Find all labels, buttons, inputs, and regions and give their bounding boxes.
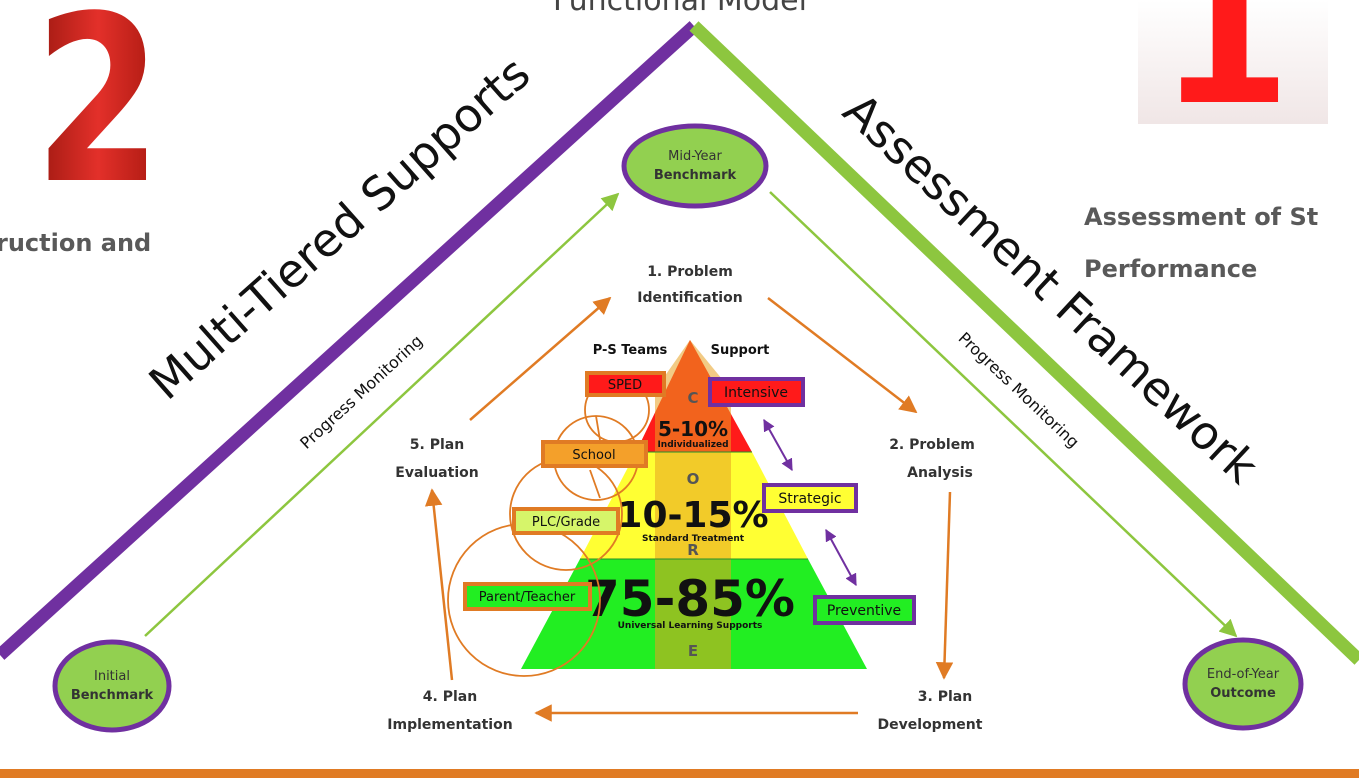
number-two-graphic: 2: [34, 0, 162, 235]
tier-pyramid: [521, 340, 867, 669]
mid-benchmark-line2: Benchmark: [654, 168, 737, 183]
team-parent-label: Parent/Teacher: [479, 590, 576, 605]
initial-benchmark-line1: Initial: [94, 669, 130, 684]
support-intensive-label: Intensive: [724, 385, 788, 401]
mid-benchmark-line1: Mid-Year: [668, 149, 722, 164]
right-progress-monitoring-label: Progress Monitoring: [955, 328, 1083, 451]
number-two: 2: [34, 0, 162, 235]
initial-benchmark-line2: Benchmark: [71, 688, 154, 703]
right-caption-line1: Assessment of St: [1084, 203, 1319, 231]
support-intensive-box: Intensive: [708, 377, 805, 407]
step5-line2: Evaluation: [395, 465, 478, 481]
step2-line1: 2. Problem: [889, 437, 975, 453]
number-one-background: [1138, 0, 1328, 124]
step1-line2: Identification: [637, 290, 742, 306]
support-preventive-box: Preventive: [813, 595, 916, 625]
tier-top-percent: 5-10%: [658, 417, 728, 441]
tier-bottom-caption: Universal Learning Supports: [618, 621, 763, 631]
strategic-preventive-arrow: [825, 528, 857, 587]
step3-line1: 3. Plan: [918, 689, 972, 705]
initial-benchmark-oval: Initial Benchmark: [52, 639, 172, 733]
left-caption: ruction and: [0, 229, 152, 257]
number-one: 1: [1159, 0, 1291, 147]
step4-line1: 4. Plan: [423, 689, 477, 705]
support-strategic-label: Strategic: [778, 491, 841, 507]
support-preventive-label: Preventive: [827, 603, 901, 619]
step4-line2: Implementation: [387, 717, 512, 733]
left-progress-arrow: [144, 192, 620, 637]
mid-year-benchmark-oval: Mid-Year Benchmark: [621, 123, 769, 209]
team-sped-label: SPED: [608, 378, 642, 393]
right-progress-arrow: [769, 191, 1238, 638]
bottom-bar: [0, 769, 1359, 778]
arrow-step2-to-step3: [935, 491, 954, 680]
model-title: Functional Model: [553, 0, 807, 18]
arrow-step4-to-step5: [424, 488, 454, 681]
core-letter-c: C: [687, 389, 698, 407]
tier-top-caption: Individualized: [657, 440, 728, 450]
step2-line2: Analysis: [907, 465, 973, 481]
step5-line1: 5. Plan: [410, 437, 464, 453]
arrow-step5-to-step1: [469, 296, 612, 421]
team-plc-box: PLC/Grade: [512, 507, 620, 535]
intensive-strategic-arrow: [763, 418, 793, 472]
team-sped-box: SPED: [585, 371, 666, 397]
team-school-box: School: [541, 440, 648, 468]
team-parent-box: Parent/Teacher: [463, 582, 592, 611]
support-header: Support: [711, 343, 770, 358]
step1-line1: 1. Problem: [647, 264, 733, 280]
end-outcome-line2: Outcome: [1210, 686, 1276, 701]
tier-middle-percent: 10-15%: [617, 495, 768, 536]
step3-line2: Development: [878, 717, 983, 733]
arrow-step1-to-step2: [767, 297, 918, 414]
triangle-left-side: [0, 21, 699, 660]
team-plc-label: PLC/Grade: [532, 515, 600, 530]
core-letter-e: E: [688, 642, 698, 660]
team-school-label: School: [572, 448, 615, 463]
ps-teams-header: P-S Teams: [593, 343, 668, 358]
tier-bottom-percent: 75-85%: [585, 570, 795, 628]
tier-middle-caption: Standard Treatment: [642, 534, 745, 544]
right-caption-line2: Performance: [1084, 255, 1258, 283]
core-column: [655, 340, 731, 669]
core-letter-o: O: [687, 470, 700, 488]
triangle-right-side: [689, 21, 1359, 665]
support-strategic-box: Strategic: [762, 483, 858, 513]
end-outcome-line1: End-of-Year: [1207, 667, 1280, 682]
core-letter-r: R: [687, 541, 699, 559]
end-of-year-outcome-oval: End-of-Year Outcome: [1182, 637, 1304, 731]
